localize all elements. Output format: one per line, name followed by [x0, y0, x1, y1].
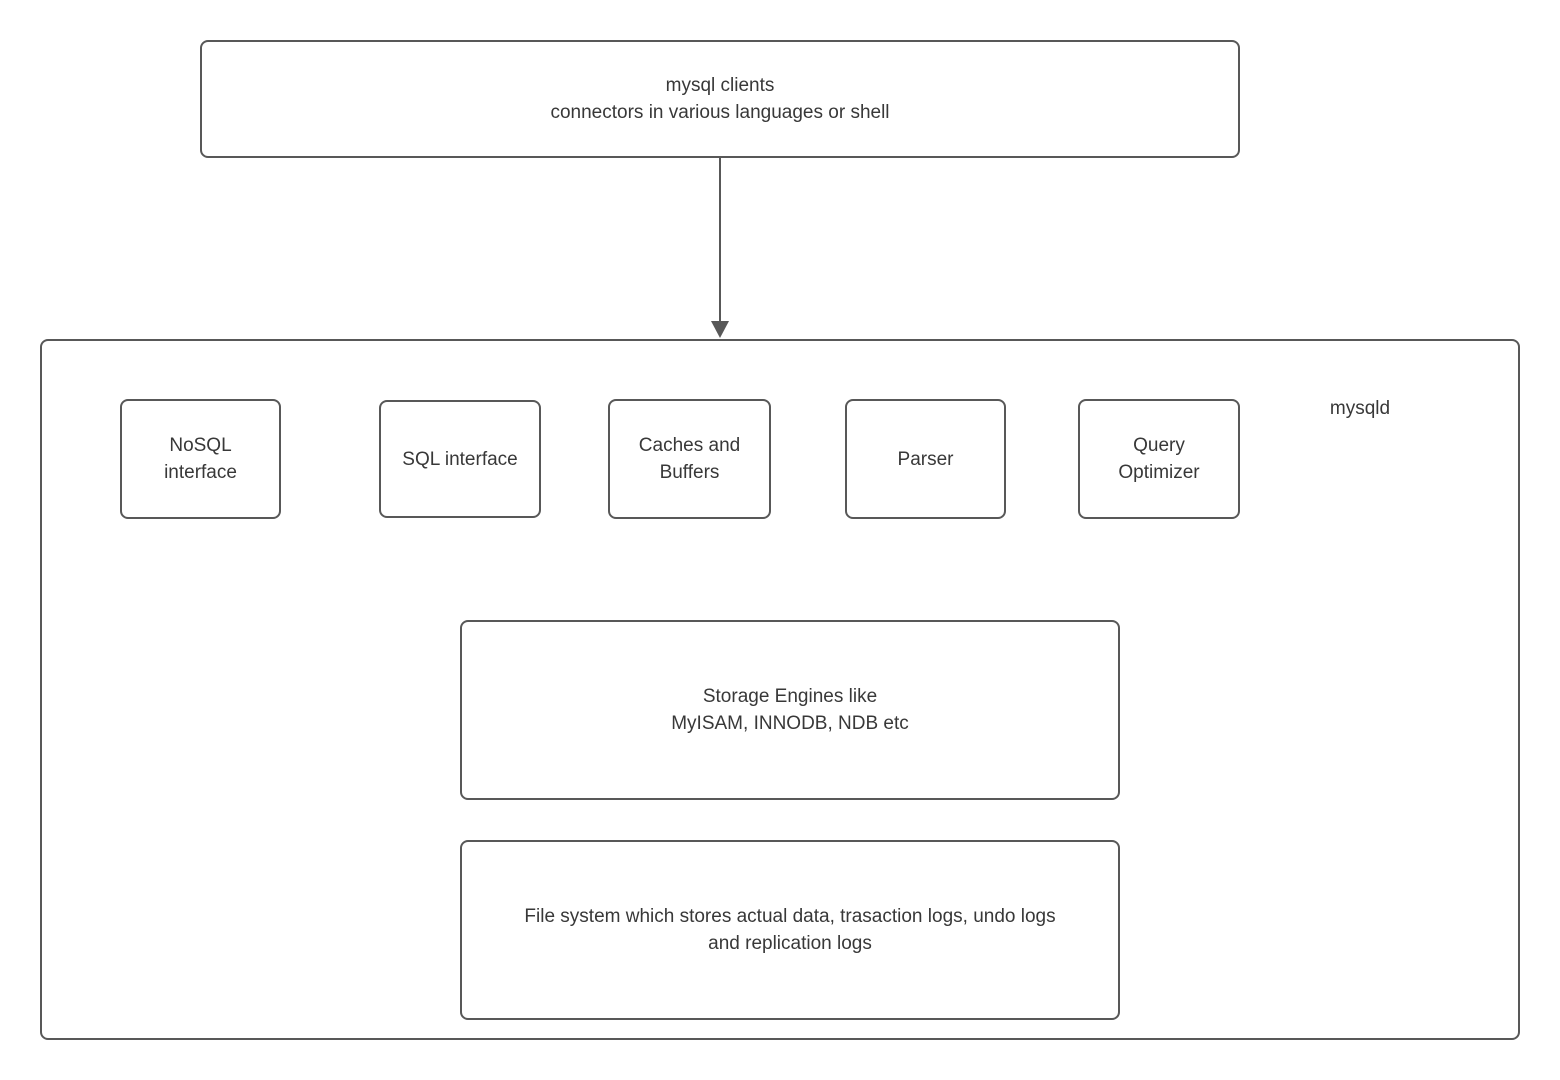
flow-arrow-head-icon	[711, 321, 729, 338]
sql-interface-label: SQL interface	[402, 448, 518, 470]
file-system-label-line1: File system which stores actual data, tr…	[524, 906, 1056, 927]
caches-buffers-label-line2: Buffers	[659, 462, 720, 483]
file-system-label-line2: and replication logs	[708, 933, 872, 954]
storage-engines-label-line1: Storage Engines like	[702, 686, 878, 707]
component-box-nosql-interface: NoSQL interface	[120, 399, 281, 519]
file-system-box: File system which stores actual data, tr…	[460, 840, 1120, 1020]
flow-arrow-line	[719, 158, 721, 324]
mysql-clients-label-line2: connectors in various languages or shell	[550, 102, 890, 123]
component-box-sql-interface: SQL interface	[379, 400, 541, 518]
query-optimizer-label-line2: Optimizer	[1118, 462, 1200, 483]
component-box-caches-and-buffers: Caches and Buffers	[608, 399, 771, 519]
component-box-parser: Parser	[845, 399, 1006, 519]
mysqld-container-label: mysqld	[1329, 398, 1391, 419]
storage-engines-box: Storage Engines like MyISAM, INNODB, NDB…	[460, 620, 1120, 800]
nosql-interface-label-line2: interface	[164, 462, 237, 483]
parser-label: Parser	[897, 448, 954, 470]
mysql-clients-label-line1: mysql clients	[665, 75, 775, 96]
storage-engines-label-line2: MyISAM, INNODB, NDB etc	[671, 713, 909, 734]
component-box-query-optimizer: Query Optimizer	[1078, 399, 1240, 519]
mysql-clients-box: mysql clients connectors in various lang…	[200, 40, 1240, 158]
query-optimizer-label-line1: Query	[1133, 435, 1185, 456]
nosql-interface-label-line1: NoSQL	[169, 435, 232, 456]
caches-buffers-label-line1: Caches and	[638, 435, 741, 456]
